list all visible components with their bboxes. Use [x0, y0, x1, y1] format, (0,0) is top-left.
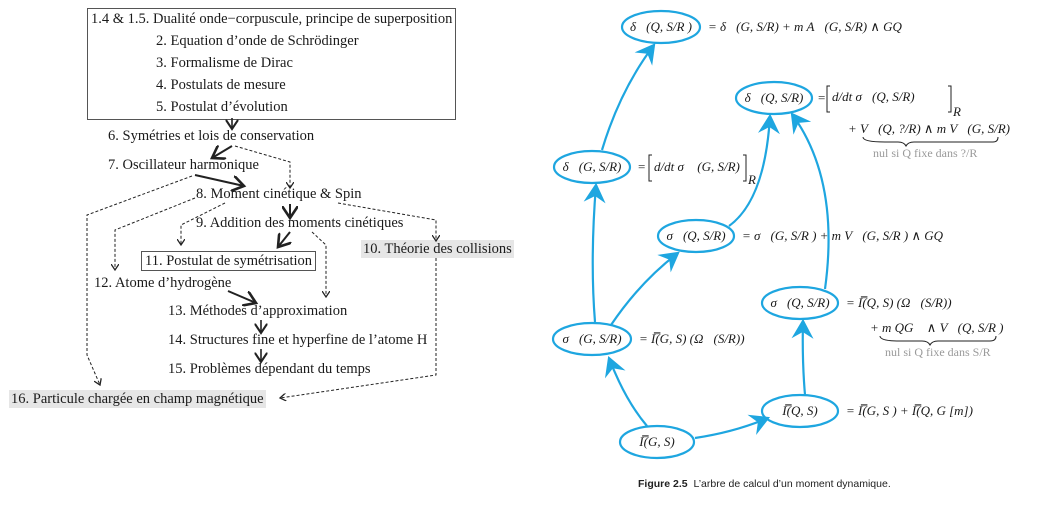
bracket-deltaG-right: [743, 154, 747, 182]
ellipse-IQ: [760, 393, 840, 429]
edge-9-13: [311, 231, 326, 297]
edge-6-8: [234, 145, 290, 188]
equals-deltaG: =: [638, 159, 646, 174]
edge-sigmaQ-mid-deltaQ-mid: [728, 113, 780, 227]
node-1-4-1-5: 1.4 & 1.5. Dualité onde−corpuscule, prin…: [91, 11, 453, 27]
node-7: 7. Oscillateur harmonique: [108, 157, 259, 173]
equation-sigmaG: = I̿(G, S) (Ω⃗(S/R)): [639, 331, 745, 346]
edge-10-16: [280, 258, 437, 398]
edge-IG-IQ: [694, 414, 771, 440]
equals-deltaQ-mid: =: [818, 90, 826, 105]
equation-sigmaQ-mid: = σ⃗(G, S/R ) + m V⃗(G, S/R ) ∧ GQ⃗: [742, 228, 954, 243]
node-3: 3. Formalisme de Dirac: [156, 55, 293, 71]
equation-deltaQ-mid-line1: d/dt σ⃗(Q, S/R): [832, 89, 915, 104]
label-sigmaG: σ⃗(G, S/R): [562, 331, 622, 346]
course-dependency-diagram: 1.4 & 1.5. Dualité onde−corpuscule, prin…: [9, 8, 540, 506]
ellipse-sigmaG: [551, 321, 633, 357]
equation-deltaQ-mid-line2: + V⃗(Q, ?/R) ∧ m V⃗(G, S/R): [848, 121, 1010, 136]
edge-sigmaG-sigmaQ-mid: [610, 251, 680, 326]
edge-sigmaG-deltaG: [583, 182, 606, 323]
node-15: 15. Problèmes dépendant du temps: [168, 361, 371, 377]
dynamic-moment-tree: δ⃗(Q, S/R ) δ⃗(Q, S/R) δ⃗(G, S/R) σ⃗(Q, …: [540, 0, 1053, 506]
label-sigmaQ-right: σ⃗(Q, S/R): [770, 295, 830, 310]
label-sigmaQ-mid: σ⃗(Q, S/R): [666, 228, 726, 243]
edge-12-13: [227, 290, 256, 303]
equation-deltaG-sub: R: [748, 172, 756, 187]
label-deltaQ-top: δ⃗(Q, S/R ): [629, 19, 692, 34]
label-deltaG: δ⃗(G, S/R): [562, 159, 622, 174]
bracket-deltaQ-mid-left: [826, 85, 830, 113]
node-16: 16. Particule chargée en champ magnétiqu…: [9, 390, 266, 408]
left-edges: [86, 118, 540, 506]
label-IQ: I̿(Q, S): [782, 403, 818, 418]
edge-sigmaQ-right-deltaQ-mid: [790, 112, 830, 290]
node-12: 12. Atome d’hydrogène: [94, 275, 232, 291]
node-14: 14. Structures fine et hyperfine de l’at…: [168, 332, 428, 348]
edge-6-7: [212, 146, 233, 158]
equation-deltaQ-top: = δ⃗(G, S/R) + m A⃗(G, S/R) ∧ GQ⃗: [708, 19, 913, 34]
edge-8-12: [115, 197, 196, 270]
equation-sigmaQ-right-line2: + m QG⃗ ∧ V⃗(Q, S/R ): [870, 320, 1004, 335]
equation-sigmaQ-right-line1: = I̿(Q, S) (Ω⃗(S/R)): [846, 295, 952, 310]
ellipse-IG: [618, 424, 696, 460]
note-sigmaQ-right: nul si Q fixe dans S/R: [885, 345, 991, 359]
node-10: 10. Théorie des collisions: [361, 240, 514, 258]
node-6: 6. Symétries et lois de conservation: [108, 128, 315, 144]
edge-IQ-sigmaQ-right: [791, 318, 814, 396]
caption-text: L’arbre de calcul d’un moment dynamique.: [693, 478, 891, 490]
equation-deltaG-line1: d/dt σ⃗ (G, S/R): [654, 159, 740, 174]
underbrace-sigmaQ-right: [879, 335, 997, 347]
equation-IQ: = I̿(G, S ) + I̿(Q, G [m]): [846, 403, 973, 418]
tree-graphics: [551, 9, 999, 460]
underbrace-deltaQ-mid: [862, 136, 999, 148]
node-4: 4. Postulats de mesure: [156, 77, 286, 93]
figure-caption: Figure 2.5 L’arbre de calcul d’un moment…: [638, 478, 891, 490]
edge-9-11: [278, 231, 290, 247]
node-5: 5. Postulat d’évolution: [156, 99, 288, 115]
caption-label: Figure 2.5: [638, 478, 688, 490]
label-IG: I̿(G, S): [639, 434, 675, 449]
edge-8-10: [337, 202, 436, 241]
ellipse-deltaQ-top: [620, 9, 702, 45]
bracket-deltaG-left: [648, 154, 652, 182]
bracket-deltaQ-mid-right: [948, 85, 952, 113]
edge-7-8: [194, 174, 244, 186]
node-2: 2. Equation d’onde de Schrödinger: [156, 33, 359, 49]
edge-7-16: [86, 175, 193, 385]
note-deltaQ-mid: nul si Q fixe dans ?/R: [873, 146, 978, 160]
node-13: 13. Méthodes d’approximation: [168, 303, 348, 319]
equation-deltaQ-mid-sub: R: [953, 104, 961, 119]
fundamentals-box: [87, 8, 456, 120]
node-9: 9. Addition des moments cinétiques: [196, 215, 404, 231]
ellipse-sigmaQ-mid: [656, 218, 736, 254]
edge-IG-sigmaG: [604, 355, 648, 427]
edge-8-11: [181, 202, 226, 245]
node-11: 11. Postulat de symétrisation: [141, 251, 317, 271]
label-deltaQ-mid: δ⃗(Q, S/R): [744, 90, 804, 105]
edge-deltaG-deltaQ-top: [600, 43, 656, 151]
